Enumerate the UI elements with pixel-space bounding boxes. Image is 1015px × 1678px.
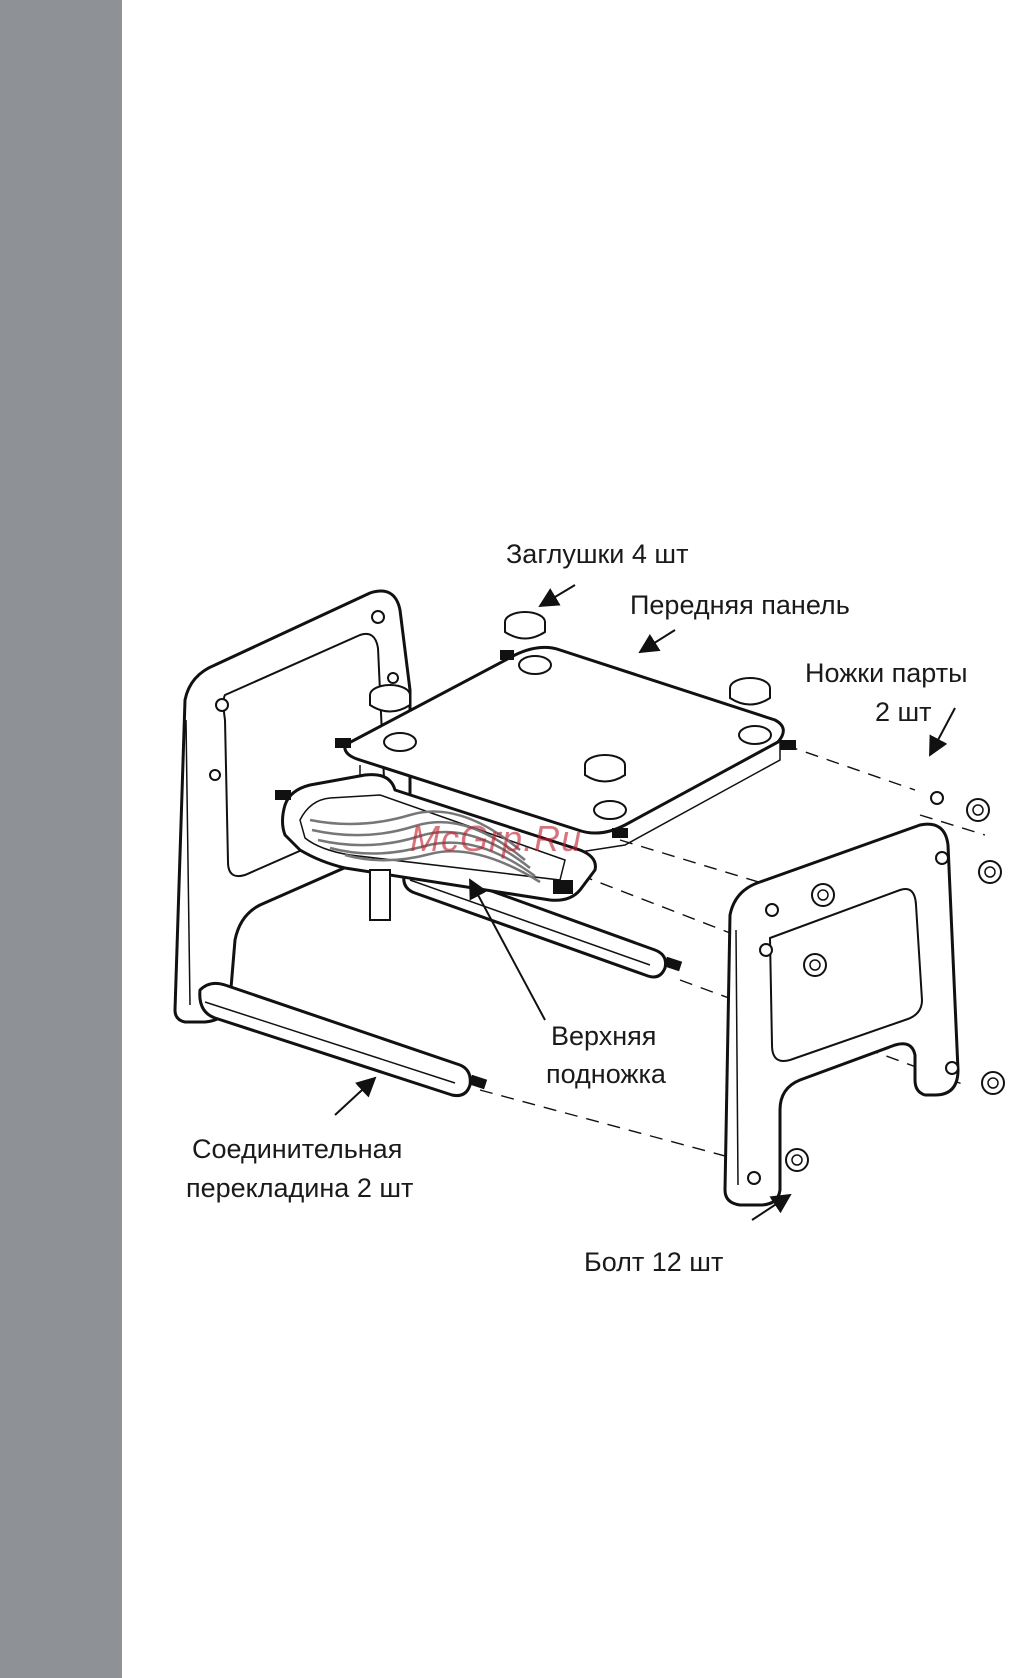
bolt — [812, 884, 834, 906]
center-post — [370, 870, 390, 920]
cap — [730, 678, 770, 705]
lower-crossbar — [200, 983, 487, 1095]
bolt-hole — [931, 792, 943, 804]
bolt — [967, 799, 989, 821]
threaded-stud — [500, 650, 514, 660]
legs-label-line2: 2 шт — [875, 694, 932, 730]
threaded-stud — [664, 957, 682, 971]
threaded-stud — [335, 738, 351, 748]
bolt-hole — [946, 1062, 958, 1074]
bolts-label: Болт 12 шт — [584, 1244, 723, 1280]
bolt — [979, 861, 1001, 883]
panel-hole — [739, 726, 771, 744]
front-panel-label: Передняя панель — [630, 587, 850, 623]
threaded-stud — [612, 828, 628, 838]
threaded-stud — [469, 1075, 487, 1089]
bolt-hole — [388, 673, 398, 683]
front-panel-arrow — [640, 630, 675, 652]
legs-arrow — [930, 708, 955, 755]
footrest-label-line2: подножка — [546, 1056, 666, 1092]
bolt-hole — [216, 699, 228, 711]
caps-arrow — [540, 585, 575, 606]
bolt — [982, 1072, 1004, 1094]
threaded-stud — [780, 740, 796, 750]
bolt-hole — [766, 904, 778, 916]
right-leg-frame — [725, 792, 958, 1205]
bolt-hole — [760, 944, 772, 956]
caps-label: Заглушки 4 шт — [506, 536, 688, 572]
bolt-hole — [372, 611, 384, 623]
bolt-hole — [210, 770, 220, 780]
bolt-hole — [936, 852, 948, 864]
crossbar-arrow — [335, 1078, 375, 1115]
threaded-stud — [553, 880, 573, 894]
crossbar-label-line2: перекладина 2 шт — [186, 1170, 413, 1206]
cap — [370, 685, 410, 712]
bolt — [804, 954, 826, 976]
cap — [505, 612, 545, 639]
watermark: McGrp.Ru — [410, 818, 582, 860]
crossbar-label-line1: Соединительная — [192, 1131, 402, 1167]
footrest-label-line1: Верхняя — [551, 1018, 656, 1054]
bolt — [786, 1149, 808, 1171]
bolt-hole — [748, 1172, 760, 1184]
panel-hole — [594, 801, 626, 819]
threaded-stud — [275, 790, 291, 800]
legs-label-line1: Ножки парты — [805, 655, 968, 691]
panel-hole — [519, 656, 551, 674]
panel-hole — [384, 733, 416, 751]
cap — [585, 755, 625, 782]
